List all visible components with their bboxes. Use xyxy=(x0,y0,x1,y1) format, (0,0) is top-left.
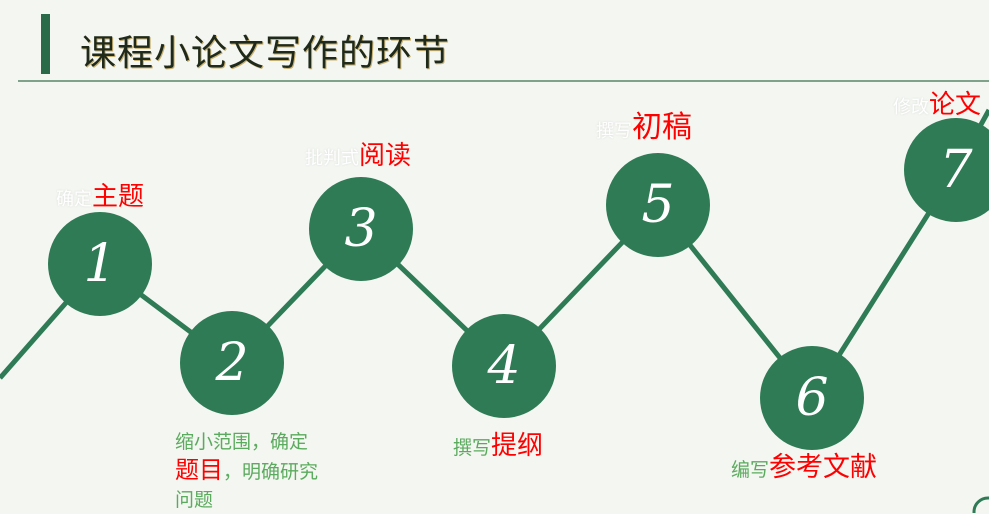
step-circle-3: 3 xyxy=(309,177,413,281)
step-circle-5: 5 xyxy=(606,153,710,257)
step-circle-1: 1 xyxy=(48,212,152,316)
step-label-5: 撰写初稿 xyxy=(596,110,692,145)
title-divider xyxy=(18,80,989,82)
title-accent-bar xyxy=(41,14,50,74)
step-label-4: 撰写提纲 xyxy=(453,431,544,461)
step-label-2: 缩小范围，确定题目，明确研究问题 xyxy=(175,431,319,511)
step-circle-7: 7 xyxy=(904,118,989,222)
page-title: 课程小论文写作的环节 xyxy=(80,33,451,74)
step-circle-2: 2 xyxy=(180,311,284,415)
step-circle-4: 4 xyxy=(452,314,556,418)
step-label-6: 编写参考文献 xyxy=(731,452,878,483)
step-label-7: 修改论文 xyxy=(893,90,982,120)
step-label-1: 确定主题 xyxy=(56,182,145,212)
step-label-3: 批判式阅读 xyxy=(305,141,412,171)
corner-decoration xyxy=(972,496,989,513)
step-circle-6: 6 xyxy=(760,346,864,450)
